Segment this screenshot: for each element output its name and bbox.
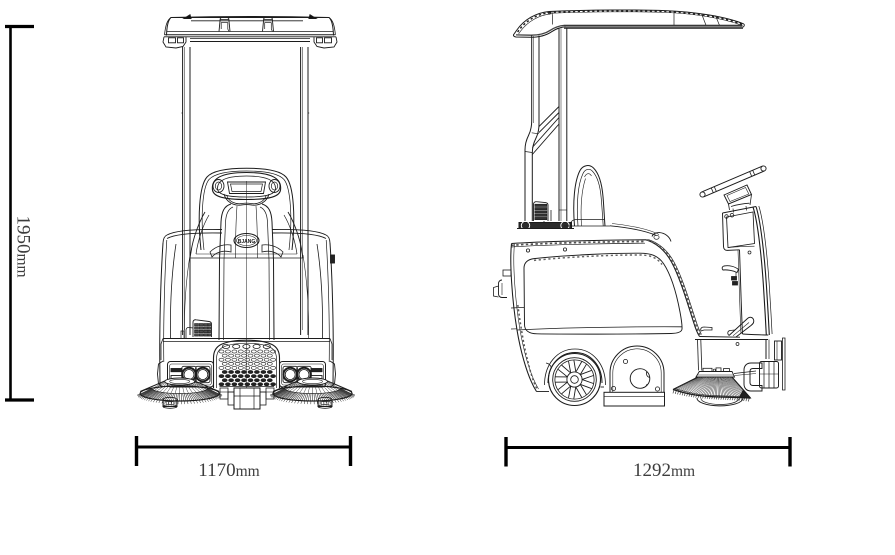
svg-text:1950mm: 1950mm [13,215,34,277]
svg-text:1292mm: 1292mm [633,460,695,481]
svg-text:1170mm: 1170mm [198,460,259,481]
